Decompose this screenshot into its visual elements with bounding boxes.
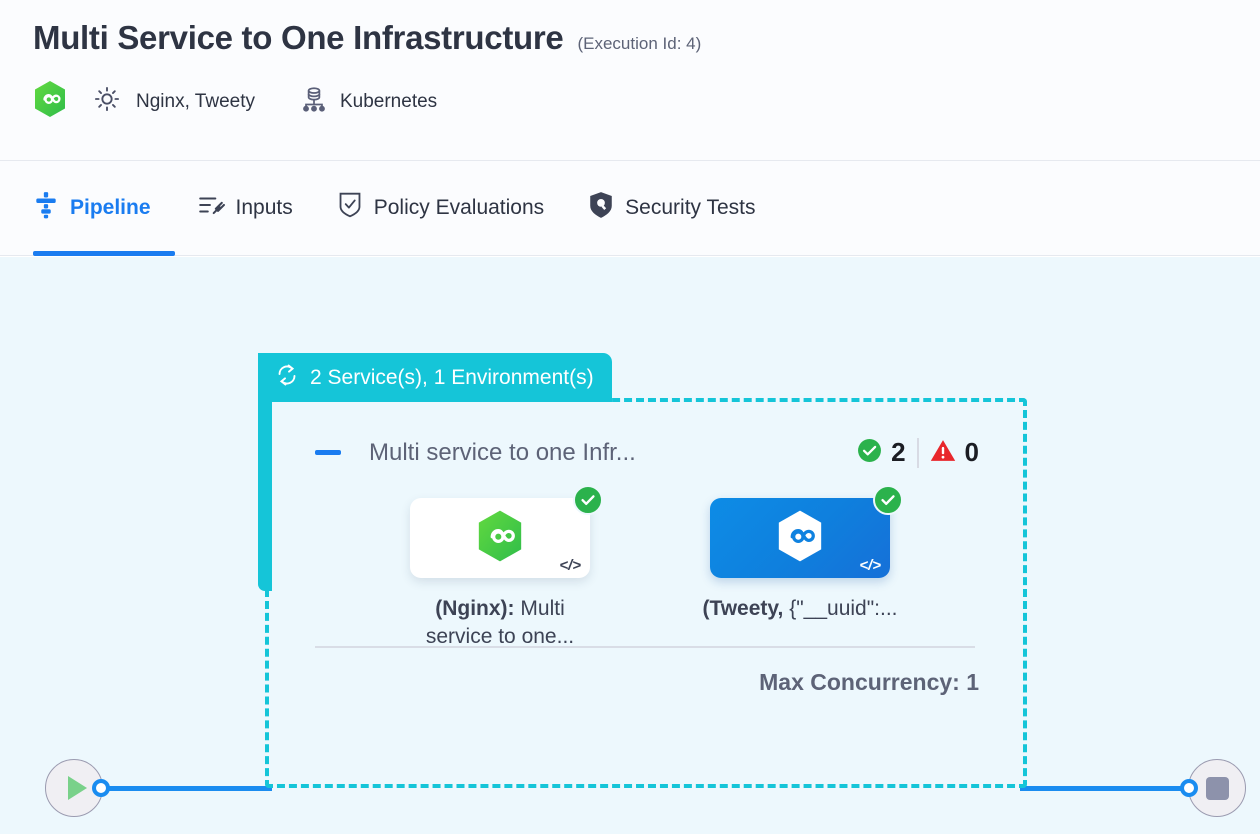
gear-icon: [93, 85, 121, 118]
service-card-detail: {"__uuid":...: [783, 597, 898, 620]
hexagon-infinity-icon: [476, 509, 524, 568]
end-node-port: [1180, 779, 1198, 797]
success-counter: 2: [857, 437, 906, 468]
hexagon-infinity-icon: [33, 80, 67, 123]
policy-icon: [337, 191, 363, 225]
check-icon: [873, 485, 903, 515]
title-row: Multi Service to One Infrastructure (Exe…: [33, 19, 1260, 56]
services-meta: Nginx, Tweety: [93, 85, 255, 118]
service-card-label: (Tweety, {"__uuid":...: [700, 595, 900, 623]
inputs-icon: [197, 192, 225, 224]
tab-label: Pipeline: [70, 196, 151, 219]
service-card-name: (Nginx):: [435, 597, 515, 620]
check-icon: [573, 485, 603, 515]
tab-label: Security Tests: [625, 196, 756, 219]
group-counters: 2 0: [857, 437, 979, 468]
pipeline-canvas[interactable]: 2 Service(s), 1 Environment(s) Multi ser…: [0, 257, 1260, 834]
tab-bar: Pipeline Inputs Policy Evaluations: [0, 160, 1260, 256]
warning-triangle-icon: [930, 438, 956, 468]
execution-id-label: (Execution Id: 4): [577, 34, 702, 53]
code-tag-icon: </>: [859, 557, 881, 574]
page-header: Multi Service to One Infrastructure (Exe…: [0, 0, 1260, 160]
code-tag-icon: </>: [559, 557, 581, 574]
service-card-name: (Tweety,: [702, 597, 784, 620]
group-separator: [315, 646, 975, 648]
group-badge-label: 2 Service(s), 1 Environment(s): [310, 365, 594, 389]
error-count: 0: [964, 437, 979, 467]
security-icon: [588, 191, 614, 225]
meta-row: Nginx, Tweety Kubernetes: [33, 80, 1260, 123]
group-title: Multi service to one Infr...: [369, 438, 636, 466]
service-card-nginx[interactable]: </> (Nginx): Multi service to one...: [400, 485, 603, 650]
services-label: Nginx, Tweety: [136, 90, 255, 112]
service-card-body[interactable]: </>: [710, 485, 903, 578]
group-badge[interactable]: 2 Service(s), 1 Environment(s): [258, 353, 612, 402]
group-dashed-container: [265, 398, 1027, 788]
counter-divider: [916, 437, 919, 468]
pipeline-icon: [33, 191, 59, 225]
tab-label: Inputs: [235, 196, 293, 219]
connector-line-left: [100, 786, 272, 791]
hexagon-infinity-icon: [776, 509, 824, 568]
tab-pipeline[interactable]: Pipeline: [33, 160, 175, 256]
service-card-body[interactable]: </>: [410, 485, 603, 578]
group-header-row: Multi service to one Infr... 2: [315, 437, 979, 468]
infrastructure-meta: Kubernetes: [255, 85, 437, 118]
kubernetes-icon: [301, 85, 327, 118]
connector-line-right: [1020, 786, 1192, 791]
service-card-tweety[interactable]: </> (Tweety, {"__uuid":...: [700, 485, 903, 623]
minus-icon[interactable]: [315, 450, 341, 455]
infrastructure-label: Kubernetes: [339, 90, 438, 112]
success-count: 2: [891, 437, 906, 467]
service-card-label: (Nginx): Multi service to one...: [400, 595, 600, 650]
check-circle-icon: [857, 438, 882, 468]
stop-icon: [1205, 776, 1229, 800]
max-concurrency-label: Max Concurrency: 1: [759, 669, 979, 695]
service-card-detail: Multi service to one...: [425, 597, 575, 648]
group-content: Multi service to one Infr... 2: [265, 398, 1027, 788]
error-counter: 0: [930, 437, 979, 468]
tab-inputs[interactable]: Inputs: [175, 160, 315, 256]
loop-repeat-icon: [275, 363, 299, 393]
group-left-bar: [258, 353, 272, 591]
tab-label: Policy Evaluations: [373, 196, 545, 219]
start-node-port: [92, 779, 110, 797]
tab-security-tests[interactable]: Security Tests: [566, 160, 777, 256]
tab-policy-evaluations[interactable]: Policy Evaluations: [315, 160, 566, 256]
page-title: Multi Service to One Infrastructure: [33, 19, 564, 56]
play-icon: [67, 776, 87, 800]
